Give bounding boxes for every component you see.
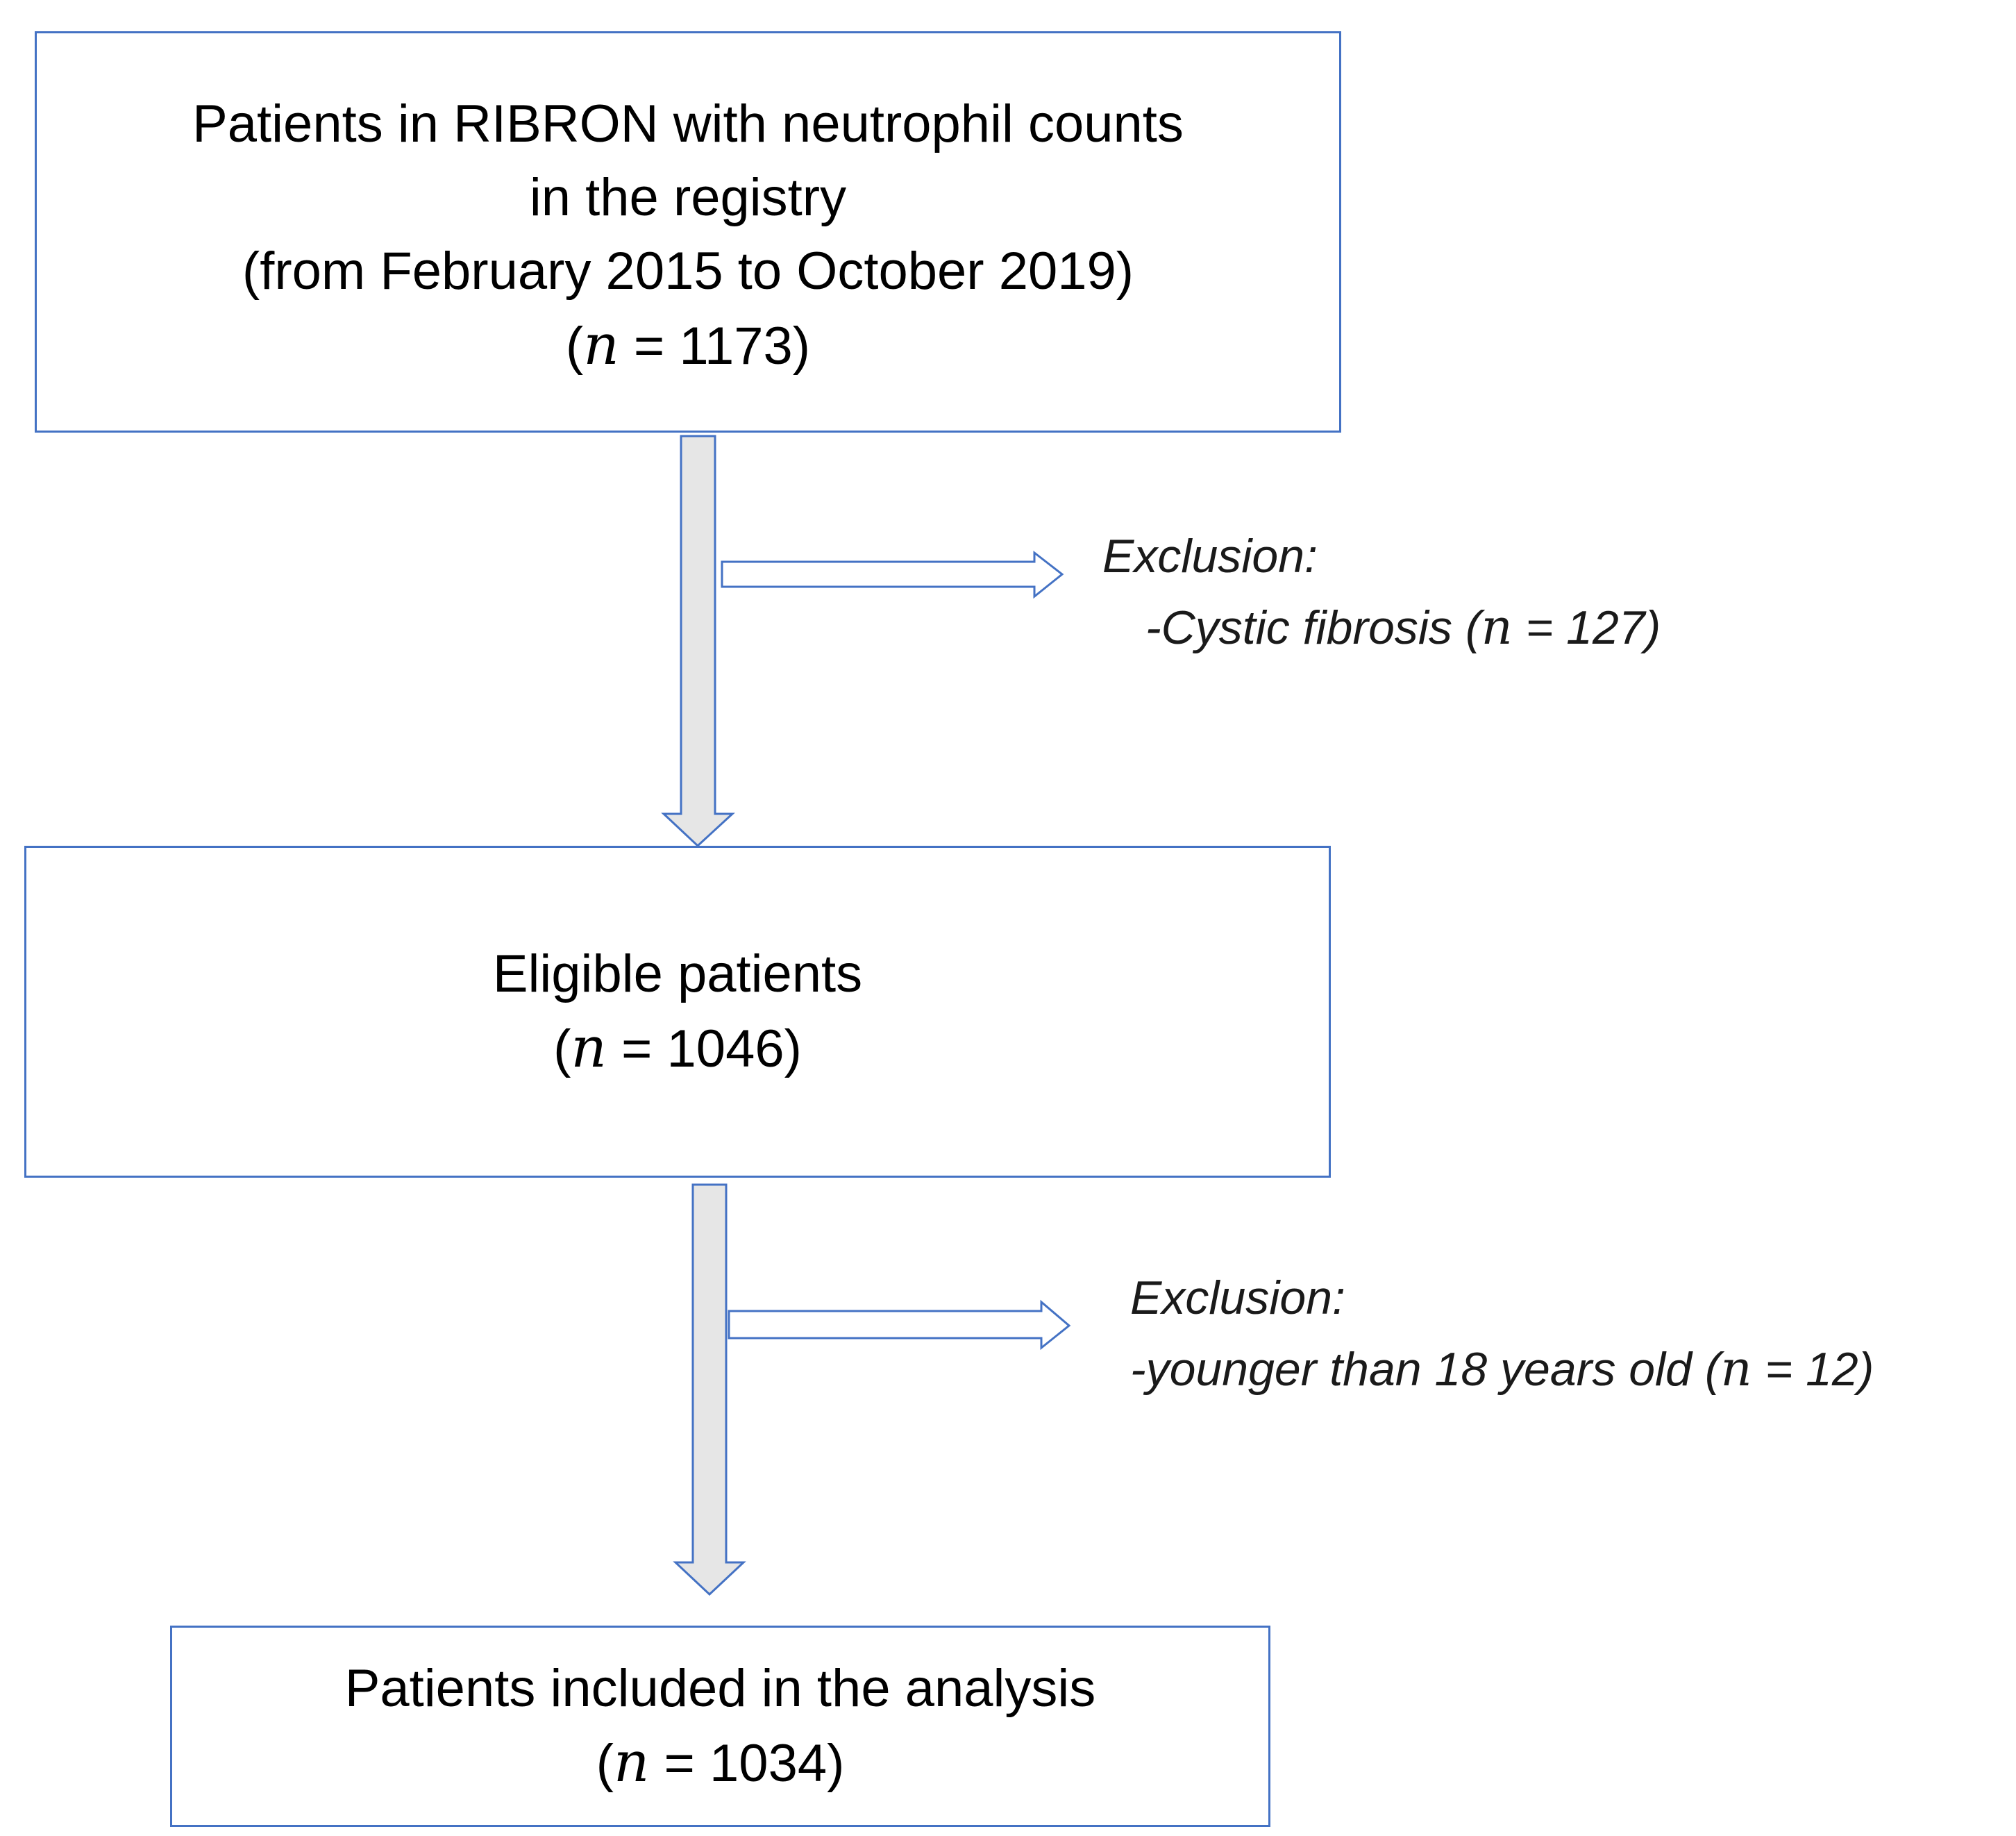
- box-3-line-1: Patients included in the analysis: [344, 1659, 1096, 1718]
- box-2-line-1: Eligible patients: [492, 944, 863, 1003]
- box-2-count: (n = 1046): [553, 1015, 802, 1080]
- down-arrow-1: [661, 435, 735, 848]
- box-3-count: (n = 1034): [596, 1730, 845, 1794]
- box-1-line-2: in the registry: [529, 168, 847, 227]
- eligible-patients-box: Eligible patients (n = 1046): [24, 846, 1331, 1178]
- exclusion-note-1: Exclusion: -Cystic fibrosis (n = 127): [1102, 521, 1661, 663]
- side-arrow-1: [721, 550, 1064, 599]
- box-1-line-1: Patients in RIBRON with neutrophil count…: [192, 94, 1184, 153]
- box-1-line-3: (from February 2015 to October 2019): [242, 242, 1134, 301]
- exclusion-2-heading: Exclusion:: [1130, 1271, 1345, 1324]
- exclusion-2-item: -younger than 18 years old (n = 12): [1130, 1340, 1874, 1397]
- box-1-count: (n = 1173): [565, 312, 811, 377]
- analysis-patients-box: Patients included in the analysis (n = 1…: [170, 1626, 1270, 1827]
- exclusion-1-heading: Exclusion:: [1102, 530, 1318, 583]
- down-arrow-2: [673, 1183, 746, 1596]
- registry-patients-box: Patients in RIBRON with neutrophil count…: [35, 31, 1341, 433]
- side-arrow-2: [728, 1299, 1071, 1351]
- exclusion-note-2: Exclusion: -younger than 18 years old (n…: [1130, 1262, 1874, 1405]
- exclusion-1-item: -Cystic fibrosis (n = 127): [1145, 599, 1661, 656]
